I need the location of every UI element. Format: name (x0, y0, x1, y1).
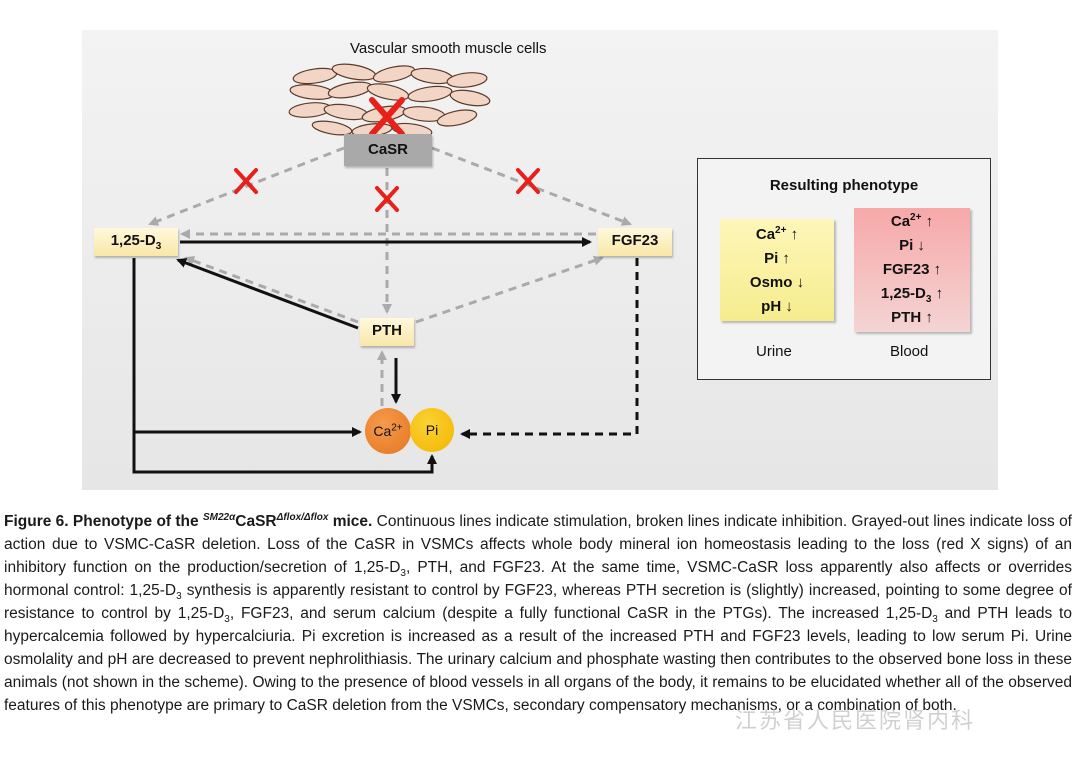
caption-body-5: and PTH leads to hypercalcemia followed … (4, 605, 1072, 714)
blood-item-name: 1,25-D (880, 285, 926, 302)
blood-item-arrow: ↓ (913, 237, 925, 254)
blood-item-arrow: ↑ (921, 309, 933, 326)
urine-item: pH ↓ (720, 295, 834, 319)
d3-node-subscript: 3 (155, 241, 162, 252)
caption-body-4: , FGF23, and serum calcium (despite a fu… (229, 605, 933, 622)
loss-x-mark-pth (375, 186, 399, 212)
loss-x-mark-fgf23 (516, 168, 540, 194)
blood-item: Ca2+ ↑ (854, 210, 970, 234)
urine-item-arrow: ↑ (786, 226, 799, 243)
caption-heading-casr: CaSR (235, 513, 277, 530)
pth-d3-lost-arrow (184, 256, 359, 324)
blood-item-name: PTH (891, 309, 922, 326)
blood-item-name: FGF23 (882, 261, 930, 278)
vsmc-title: Vascular smooth muscle cells (350, 40, 547, 57)
caption-heading-sup: SM22α (202, 511, 236, 523)
phenotype-box: Resulting phenotype Ca2+ ↑Pi ↑Osmo ↓pH ↓… (697, 158, 991, 380)
phenotype-title: Resulting phenotype (769, 177, 919, 194)
caption-sub-1: 3 (400, 568, 406, 580)
blood-item-arrow: ↑ (929, 261, 942, 278)
urine-item: Osmo ↓ (720, 271, 834, 295)
figure-caption: Figure 6. Phenotype of the SM22αCaSRΔflo… (4, 510, 1072, 717)
caption-heading: Figure 6. Phenotype of the SM22αCaSRΔflo… (4, 511, 373, 530)
urine-item: Ca2+ ↑ (720, 223, 834, 247)
urine-item-name: Pi (764, 250, 779, 267)
loss-x-mark-cells (369, 97, 405, 137)
urine-item-arrow: ↓ (792, 274, 805, 291)
d3-to-ca-arrow (132, 258, 362, 437)
blood-item-sup: 2+ (910, 212, 922, 223)
blood-item-name: Pi (899, 237, 914, 254)
urine-item-arrow: ↑ (778, 250, 790, 267)
urine-item-sup: 2+ (775, 225, 787, 236)
urine-item-arrow: ↓ (781, 298, 793, 315)
calcium-bubble: Ca2+ (365, 408, 411, 454)
fgf23-node: FGF23 (598, 228, 672, 256)
loss-x-mark-d3 (234, 168, 258, 194)
pth-to-d3-arrow (176, 258, 359, 330)
blood-item-arrow: ↑ (921, 213, 934, 230)
d3-node-label: 1,25-D (110, 232, 156, 249)
blood-item-arrow: ↑ (931, 285, 944, 302)
watermark-text: 江苏省人民医院肾内科 (735, 708, 976, 733)
blood-item: 1,25-D3 ↑ (854, 282, 970, 306)
d3-node: 1,25-D3 (94, 228, 178, 256)
caption-heading-sup2: Δflox/Δflox (276, 511, 329, 523)
figure-panel: Vascular smooth muscle cells CaSR 1,25-D… (82, 30, 998, 490)
blood-item-sub: 3 (925, 294, 932, 305)
diagram-arrows (132, 63, 639, 474)
caption-body-1: Continuous lines indicate stimulation, b… (4, 513, 1072, 576)
fgf23-to-pi-inhibition-arrow (460, 258, 639, 439)
urine-card: Ca2+ ↑Pi ↑Osmo ↓pH ↓ (720, 219, 834, 321)
caption-sub-3: 3 (224, 614, 230, 626)
blood-item: Pi ↓ (854, 234, 970, 258)
caption-sub-2: 3 (176, 591, 182, 603)
casr-to-fgf23-lost-arrow (431, 146, 632, 226)
pth-node: PTH (360, 318, 414, 346)
caption-sub-4: 3 (932, 614, 938, 626)
phosphate-bubble: Pi (410, 408, 454, 452)
urine-item-name: Ca (755, 226, 776, 243)
blood-card: Ca2+ ↑Pi ↓FGF23 ↑1,25-D3 ↑PTH ↑ (854, 208, 970, 332)
blood-label: Blood (890, 343, 929, 360)
d3-to-pi-arrow (132, 432, 437, 474)
urine-item: Pi ↑ (720, 247, 834, 271)
urine-item-name: Osmo (749, 274, 793, 291)
vsmc-cell-cluster (288, 63, 491, 138)
caption-body-3: synthesis is apparently resistant to con… (4, 582, 1072, 622)
blood-item: PTH ↑ (854, 306, 970, 330)
caption-body-2: , PTH, and FGF23. At the same time, VSMC… (4, 559, 1072, 599)
casr-node: CaSR (344, 134, 432, 166)
calcium-label: Ca (373, 423, 392, 439)
calcium-charge: 2+ (391, 422, 403, 434)
caption-heading-end: mice. (328, 513, 373, 530)
caption-heading-text: Figure 6. Phenotype of the (4, 513, 203, 530)
blood-item: FGF23 ↑ (854, 258, 970, 282)
urine-label: Urine (756, 343, 792, 360)
urine-item-name: pH (761, 298, 782, 315)
pth-fgf23-lost-arrow (415, 255, 604, 324)
casr-to-d3-lost-arrow (148, 146, 345, 226)
blood-item-name: Ca (890, 213, 911, 230)
